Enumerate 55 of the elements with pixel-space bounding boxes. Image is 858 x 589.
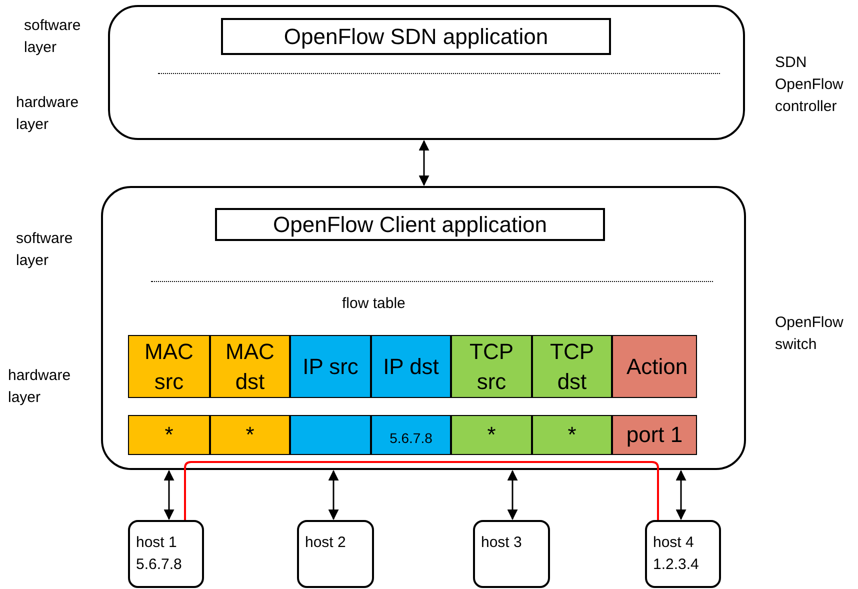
flow-entry-cell xyxy=(451,415,532,455)
switch-box xyxy=(101,186,746,470)
flow-entry-cell xyxy=(210,415,290,455)
flow-table-header-cell xyxy=(371,335,451,398)
component-label: SDN OpenFlow controller xyxy=(775,53,844,117)
cell-text: 5.6.7.8 xyxy=(390,430,432,448)
packet-path xyxy=(184,461,659,520)
flow-entry-cell xyxy=(128,415,210,455)
cell-text: MAC dst xyxy=(224,338,276,396)
flow-entry-cell xyxy=(290,415,371,455)
layer-label: software layer xyxy=(24,16,82,58)
host-box xyxy=(128,520,204,588)
double-arrow xyxy=(418,140,430,186)
double-arrow xyxy=(676,470,686,520)
double-arrow xyxy=(507,470,518,520)
double-arrow xyxy=(328,470,339,520)
host-box xyxy=(645,520,721,588)
flow-table-header-cell xyxy=(290,335,371,398)
cell-text: IP dst xyxy=(383,352,439,380)
double-arrow xyxy=(164,470,174,520)
host-name: host 3 xyxy=(481,533,522,553)
layer-label: hardware layer xyxy=(8,366,72,408)
layer-label: hardware layer xyxy=(16,93,80,135)
application-box xyxy=(221,18,611,55)
flow-entry-cell xyxy=(612,415,697,455)
flow-entry-cell xyxy=(371,415,451,455)
cell-text: * xyxy=(568,421,576,449)
host-name: host 2 xyxy=(305,533,346,553)
ip-address: 5.6.7.8 xyxy=(136,555,182,575)
cell-text: MAC src xyxy=(144,338,194,396)
host-name: host 1 xyxy=(136,533,177,553)
layer-label: software layer xyxy=(16,229,74,271)
flow-table-header-cell xyxy=(532,335,612,398)
application-name: OpenFlow Client application xyxy=(273,211,547,239)
host-box xyxy=(297,520,374,588)
cell-text: TCP src xyxy=(468,338,514,396)
host-box xyxy=(473,520,550,588)
cell-text: TCP dst xyxy=(549,338,595,396)
cell-text: IP src xyxy=(302,352,358,380)
cell-text: * xyxy=(487,421,496,449)
cell-text: * xyxy=(164,421,174,449)
flow-entry-cell xyxy=(532,415,612,455)
ip-address: 1.2.3.4 xyxy=(653,555,699,575)
host-name: host 4 xyxy=(653,533,694,553)
flow-table-header-cell xyxy=(612,335,697,398)
component-label: OpenFlow switch xyxy=(775,313,844,355)
application-box xyxy=(215,208,605,241)
controller-box xyxy=(108,5,745,140)
flow-table-header-cell xyxy=(210,335,290,398)
flow-table-header-cell xyxy=(128,335,210,398)
cell-text: * xyxy=(246,421,254,449)
table-caption: flow table xyxy=(342,294,406,314)
application-name: OpenFlow SDN application xyxy=(284,26,548,48)
cell-text: port 1 xyxy=(626,421,683,449)
flow-table-header-cell xyxy=(451,335,532,398)
